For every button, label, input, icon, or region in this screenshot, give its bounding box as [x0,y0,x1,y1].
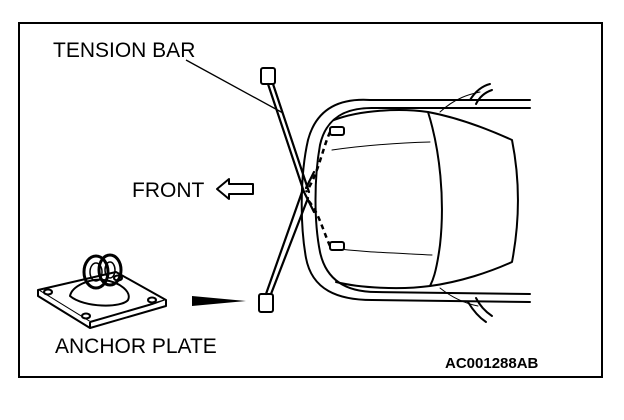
anchor-pointer-icon [192,296,246,306]
front-arrow-icon [216,178,254,200]
anchor-plate-label: ANCHOR PLATE [55,335,217,358]
figure-code: AC001288AB [445,355,539,372]
tension-bar-label: TENSION BAR [53,39,195,62]
tension-bar-leader [185,59,284,114]
hidden-chain-lines [304,131,332,247]
tension-bar-top-bracket [260,67,276,85]
front-label: FRONT [132,179,204,202]
tension-bar-bottom-bracket [258,293,274,313]
car-front-icon [300,83,531,323]
tension-bar [258,67,316,313]
figure-frame [18,22,603,378]
anchor-plate-icon [37,253,167,329]
